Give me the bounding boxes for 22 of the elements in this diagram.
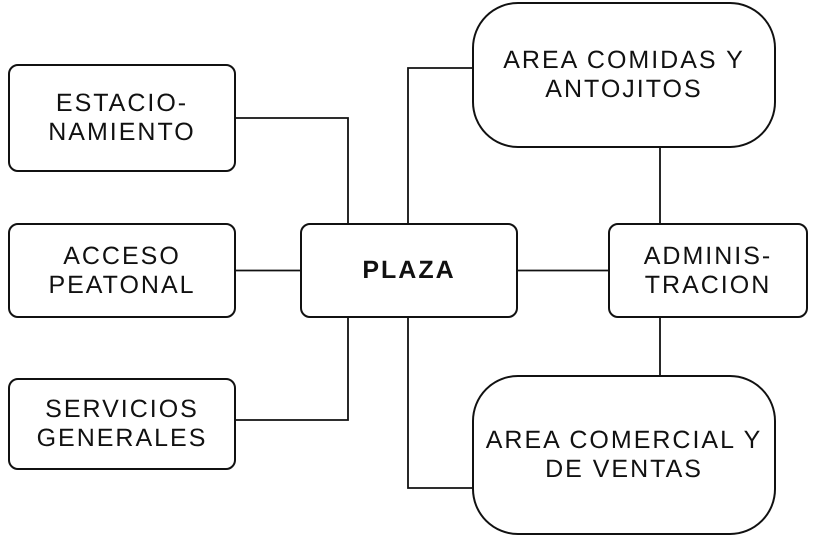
box-label: ACCESO PEATONAL — [47, 242, 197, 300]
connector-line — [659, 318, 661, 375]
rounded-box — [8, 64, 236, 172]
connector-line — [659, 148, 661, 223]
rounded-box — [8, 378, 236, 470]
rounded-box — [472, 2, 776, 148]
rounded-box — [608, 223, 808, 318]
rounded-box — [300, 223, 518, 318]
box-label: AREA COMIDAS Y ANTOJITOS — [502, 46, 746, 104]
rounded-box — [472, 375, 776, 535]
connector-line — [407, 318, 472, 489]
box-label: PLAZA — [361, 256, 457, 285]
connector-line — [236, 318, 349, 421]
box-label: SERVICIOS GENERALES — [36, 395, 208, 453]
connector-line — [236, 270, 300, 272]
box-label: AREA COMERCIAL Y DE VENTAS — [484, 426, 764, 484]
box-label: ESTACIO- NAMIENTO — [47, 89, 197, 147]
connector-line — [518, 270, 608, 272]
connector-line — [407, 67, 472, 223]
rounded-box — [8, 223, 236, 318]
box-label: ADMINIS- TRACION — [642, 242, 774, 300]
connector-line — [236, 117, 349, 223]
